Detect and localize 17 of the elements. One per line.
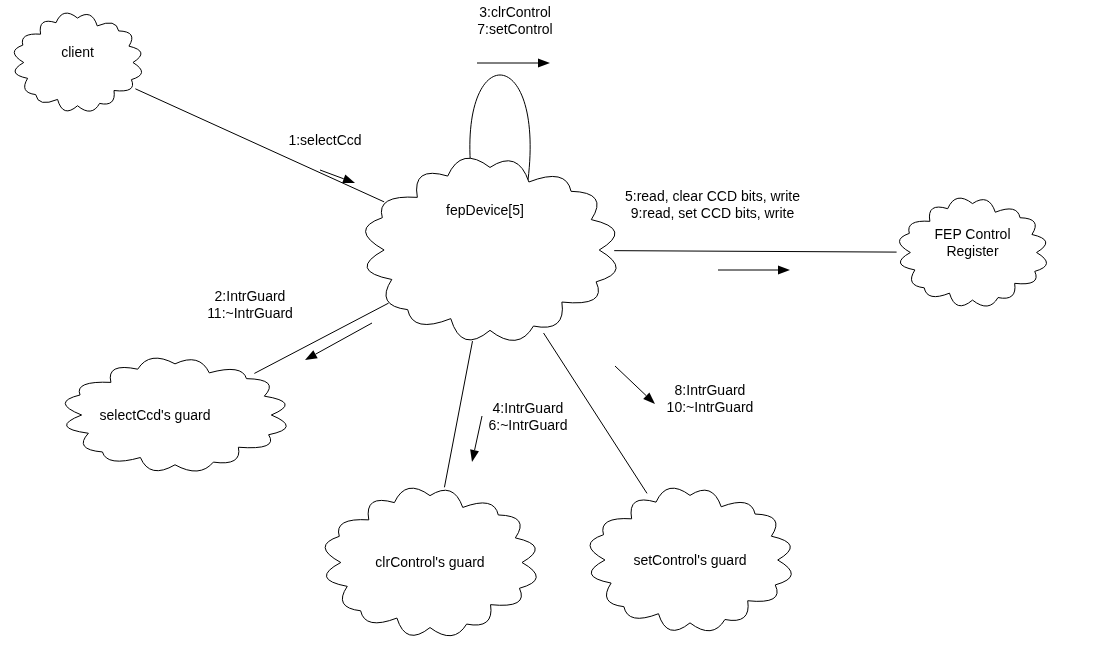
object-name: FEP Control Register: [933, 225, 1012, 260]
object-name: selectCcd's guard: [99, 406, 211, 424]
object-name: setControl's guard: [633, 551, 747, 569]
edge-label: 4:IntrGuard 6:~IntrGuard: [487, 400, 569, 434]
object-name: clrControl's guard: [375, 554, 485, 571]
edge-label: 5:read, clear CCD bits, write 9:read, set CCD bits, write: [623, 188, 802, 222]
link-line: [543, 332, 648, 494]
object-name: client: [61, 44, 94, 61]
link-line: [443, 340, 473, 488]
edge-label: 1:selectCcd: [287, 132, 363, 149]
object-name: fepDevice[5]: [446, 201, 524, 219]
link-line: [134, 88, 385, 203]
edge-label: 3:clrControl 7:setControl: [476, 4, 554, 38]
link-line: [469, 74, 531, 181]
link-line: [253, 302, 390, 374]
edge-label: 2:IntrGuard 11:~IntrGuard: [206, 288, 294, 322]
edge-label: 8:IntrGuard 10:~IntrGuard: [665, 382, 755, 416]
